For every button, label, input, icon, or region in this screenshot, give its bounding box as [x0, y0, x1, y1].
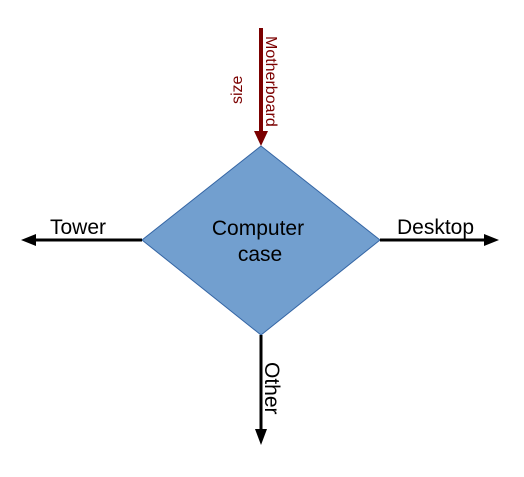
- tower-arrow: [21, 234, 142, 246]
- other-label: Other: [260, 362, 283, 415]
- tower-label: Tower: [50, 216, 106, 239]
- size-label: size: [229, 75, 246, 104]
- diamond-label-line2: case: [238, 243, 282, 266]
- diamond-label-line1: Computer: [212, 217, 304, 240]
- desktop-label: Desktop: [397, 216, 474, 239]
- computer-case-diamond: [141, 145, 381, 336]
- other-arrow: [255, 335, 267, 445]
- motherboard-label: Motherboard: [262, 36, 279, 127]
- motherboard-size-arrow: [254, 28, 268, 146]
- desktop-arrow: [380, 234, 499, 246]
